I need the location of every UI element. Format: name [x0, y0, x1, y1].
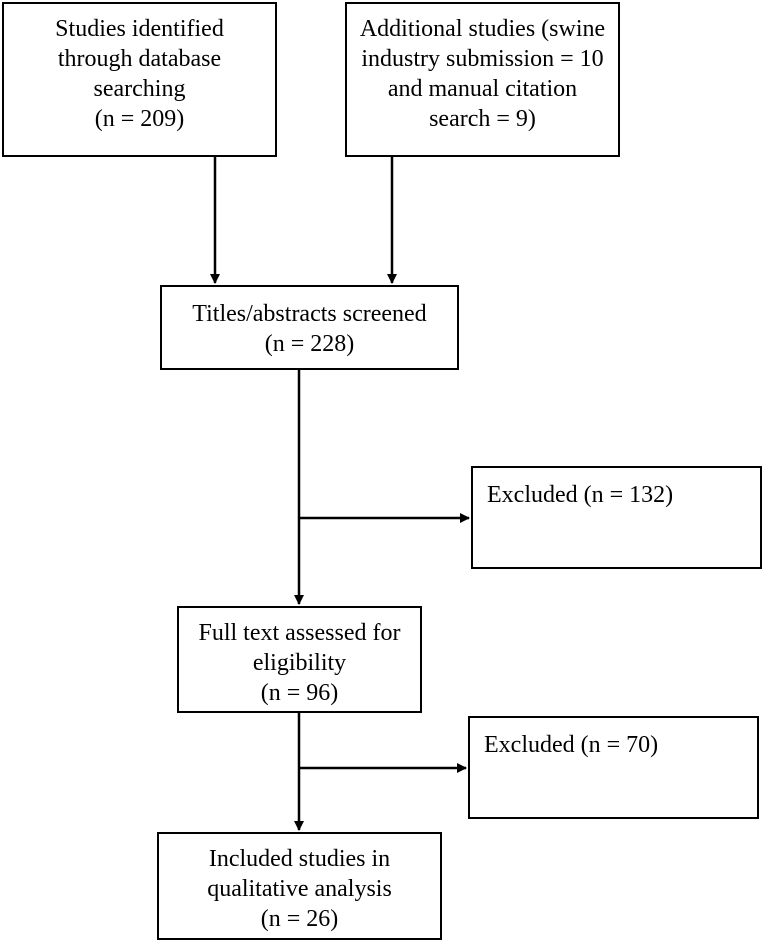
- box-line: and manual citation: [387, 76, 578, 102]
- box-line: (n = 228): [264, 331, 355, 357]
- box-line: (n = 96): [260, 680, 339, 706]
- box-line: (n = 209): [94, 106, 185, 132]
- box-line: Full text assessed for: [198, 620, 401, 646]
- box-line: Excluded (n = 132): [487, 482, 674, 508]
- box-titles-abstracts-screened: Titles/abstracts screened (n = 228): [160, 285, 459, 370]
- box-line: Studies identified: [55, 16, 224, 42]
- box-line: search = 9): [429, 106, 536, 132]
- box-line: Excluded (n = 70): [484, 732, 659, 758]
- box-line: eligibility: [252, 650, 347, 676]
- box-full-text-assessed: Full text assessed for eligibility (n = …: [177, 606, 422, 713]
- box-line: searching: [93, 76, 186, 102]
- box-line: Titles/abstracts screened: [192, 301, 427, 327]
- box-line: through database: [57, 46, 222, 72]
- box-studies-identified: Studies identified through database sear…: [2, 2, 277, 157]
- box-excluded-70: Excluded (n = 70): [468, 716, 759, 819]
- box-line: qualitative analysis: [207, 876, 392, 902]
- box-additional-studies: Additional studies (swine industry submi…: [345, 2, 620, 157]
- box-line: Additional studies (swine: [359, 16, 606, 42]
- box-excluded-132: Excluded (n = 132): [471, 466, 762, 569]
- box-included-studies: Included studies in qualitative analysis…: [157, 832, 442, 940]
- box-line: (n = 26): [260, 906, 339, 932]
- box-line: Included studies in: [208, 846, 391, 872]
- box-line: industry submission = 10: [361, 46, 604, 72]
